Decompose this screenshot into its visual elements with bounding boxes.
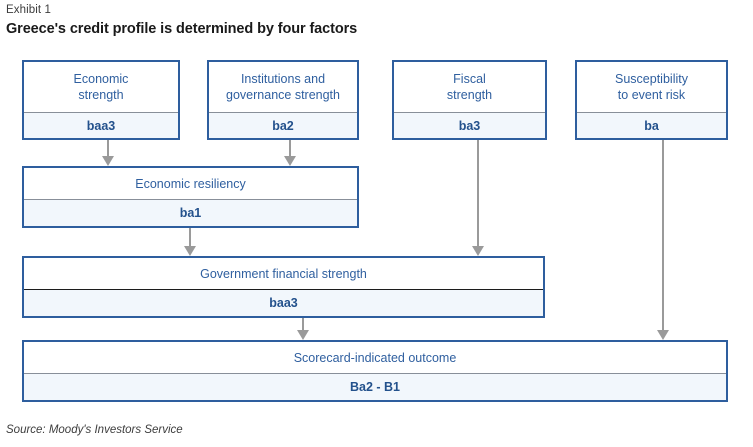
factor-title-institutions-and-governance-strength: Institutions and governance strength (209, 62, 357, 112)
arrow-fiscal-strength-to-government-financial-strength (466, 140, 490, 256)
outcome-title: Scorecard-indicated outcome (24, 342, 726, 373)
factor-value-economic-strength: baa3 (24, 112, 178, 138)
arrow-resiliency-to-government-financial-strength (178, 228, 202, 256)
intermediate-value-government-financial-strength: baa3 (24, 289, 543, 316)
outcome-box-scorecard-indicated-outcome[interactable]: Scorecard-indicated outcome Ba2 - B1 (22, 340, 728, 402)
factor-title-fiscal-strength: Fiscal strength (394, 62, 545, 112)
arrow-government-financial-strength-to-outcome (291, 318, 315, 340)
source-note: Source: Moody's Investors Service (6, 424, 183, 436)
factor-box-fiscal-strength[interactable]: Fiscal strength ba3 (392, 60, 547, 140)
factor-box-economic-strength[interactable]: Economic strength baa3 (22, 60, 180, 140)
exhibit-label: Exhibit 1 (6, 4, 52, 16)
page-title: Greece's credit profile is determined by… (6, 21, 358, 37)
intermediate-title-economic-resiliency: Economic resiliency (24, 168, 357, 199)
intermediate-title-government-financial-strength: Government financial strength (24, 258, 543, 289)
factor-box-institutions-and-governance-strength[interactable]: Institutions and governance strength ba2 (207, 60, 359, 140)
arrow-susceptibility-to-outcome (651, 140, 675, 340)
factor-value-fiscal-strength: ba3 (394, 112, 545, 138)
intermediate-value-economic-resiliency: ba1 (24, 199, 357, 226)
arrow-economic-strength-to-resiliency (96, 140, 120, 166)
factor-box-susceptibility-to-event-risk[interactable]: Susceptibility to event risk ba (575, 60, 728, 140)
intermediate-box-government-financial-strength[interactable]: Government financial strength baa3 (22, 256, 545, 318)
arrow-institutions-to-resiliency (278, 140, 302, 166)
factor-title-susceptibility-to-event-risk: Susceptibility to event risk (577, 62, 726, 112)
factor-value-susceptibility-to-event-risk: ba (577, 112, 726, 138)
factor-title-economic-strength: Economic strength (24, 62, 178, 112)
factor-value-institutions-and-governance-strength: ba2 (209, 112, 357, 138)
intermediate-box-economic-resiliency[interactable]: Economic resiliency ba1 (22, 166, 359, 228)
outcome-value: Ba2 - B1 (24, 373, 726, 400)
